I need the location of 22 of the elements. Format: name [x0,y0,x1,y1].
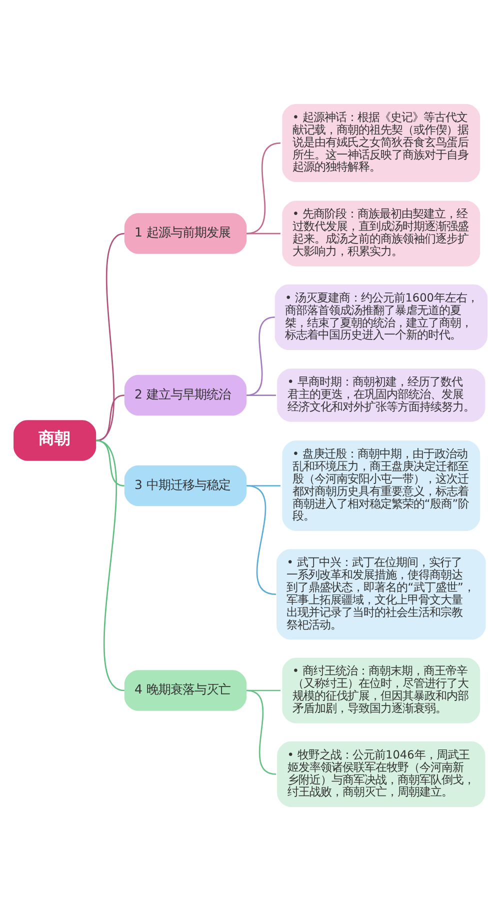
node-box: 2 建立与早期统治 [124,374,246,416]
node-box: • 先商阶段：商族最初由契建立，经过数代发展，直到成汤时期逐渐强盛起来。成汤之前的商族领袖们逐步扩大影响力，积累实力。 [282,200,480,266]
connector [246,484,276,595]
node-box: • 盘庚迁殷：商朝中期，由于政治动乱和环境压力，商王盘庚决定迁都至殷（今河南安阳小屯一带），这次迁都对商朝历史具有重要意义，标志着商朝进入了相对稳定繁荣的“殷商”阶段。 [282,440,480,530]
connector [246,232,280,234]
connector [95,232,124,441]
connector [246,142,280,234]
connector [95,394,124,441]
node-box: 1 起源与前期发展 [124,212,246,254]
connector [246,394,276,396]
node-box: • 汤灭夏建商：约公元前1600年左右，商部落首领成汤推翻了暴虐无道的夏桀，结束了夏朝的统治，建立了商朝，标志着中国历史进入一个新的时代。 [274,284,487,350]
node-box: • 牧野之战：公元前1046年，周武王姬发率领诸侯联军在牧野（今河南新乡附近）与商军决战，商朝军队倒戈，纣王战败，商朝灭亡，周朝建立。 [276,740,485,806]
connector [95,439,124,691]
node-box: • 武丁中兴：武丁在位期间，实行了一系列改革和发展措施，使得商朝达到了鼎盛状态，即著名的“武丁盛世”，军事上拓展疆域，文化上甲骨文大量出现并记录了当时的社会生活和宗教祭祀活动。 [276,548,486,640]
node-box: • 起源神话：根据《史记》等古代文献记载，商朝的祖先契（或作偰）据说是由有娀氏之女简狄吞食玄鸟蛋后所生。这一神话反映了商族对于自身起源的独特解释。 [282,104,480,182]
node-box: • 商纣王统治：商朝末期，商王帝辛（又称纣王）在位时，尽管进行了大规模的征伐扩展，但因其暴政和内部矛盾加剧，导致国力逐渐衰弱。 [282,657,480,723]
connector [246,689,276,774]
node-box: 3 中期迁移与稳定 [124,464,246,506]
node-box: 商朝 [13,420,96,460]
node-box: • 早商时期：商朝初建，经历了数代君主的更迭，在巩固内部统治、发展经济文化和对外扩张等方面持续努力。 [276,368,485,422]
node-box: 4 晚期衰落与灭亡 [124,670,246,710]
connector [246,316,274,396]
